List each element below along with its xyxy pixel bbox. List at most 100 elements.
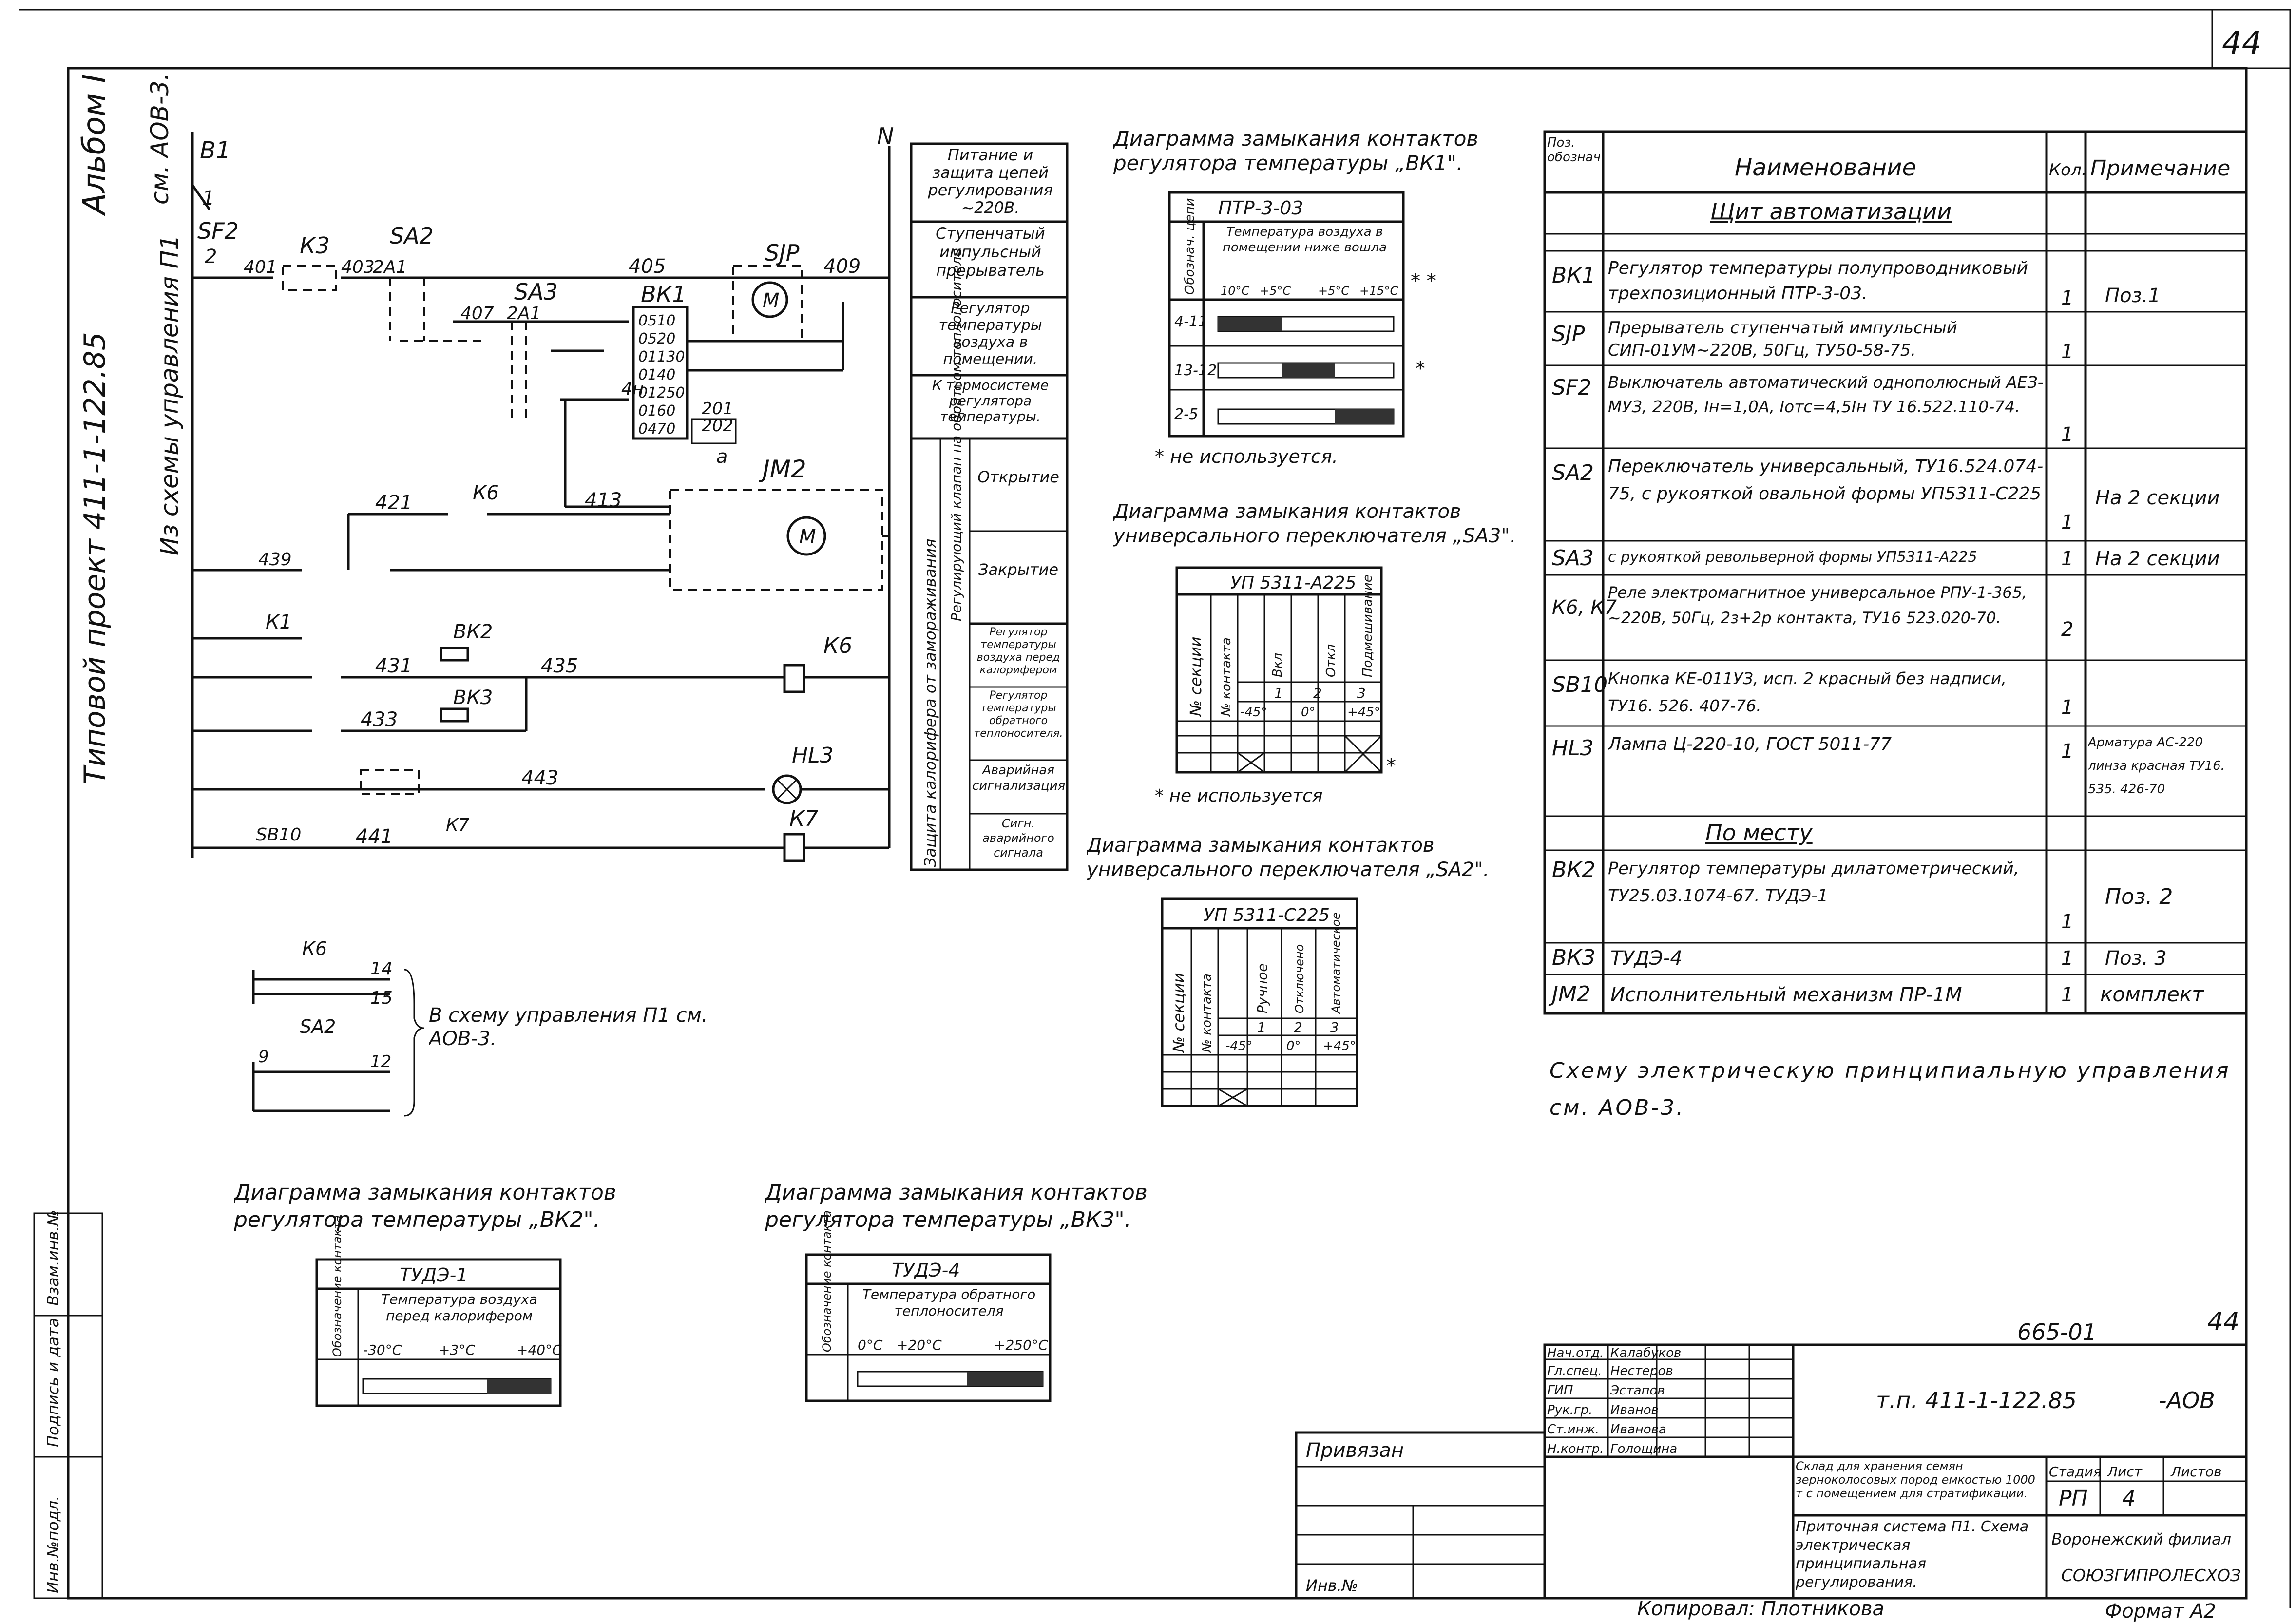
hl3-label: HL3 [792,743,834,768]
svg-text:К6: К6 [302,938,327,959]
org-2: СОЮЗГИПРОЛЕСХОЗ [2061,1566,2241,1585]
svg-text:Подмешивание: Подмешивание [1360,574,1375,677]
svg-text:Вкл: Вкл [1270,653,1285,677]
svg-text:Эстапов: Эстапов [1610,1383,1665,1398]
svg-text:* *: * * [1411,270,1436,292]
diagram-bk2-title: Диаграмма замыкания контактов регулятора… [234,1180,616,1232]
spec-row: ВК2 Регулятор температуры дилатометричес… [1552,858,2173,933]
svg-text:SA2: SA2 [300,1016,336,1037]
sa2-label: SA2 [390,223,434,249]
spec-section-2: По месту [1705,820,1813,846]
bk1-contacts: 0510 0520 01130 0140 01250 0160 0470 [638,312,685,438]
k6-coil [783,664,805,693]
bk1-header: Температура воздуха в помещении ниже вош… [1222,225,1387,255]
svg-text:На 2 секции: На 2 секции [2095,548,2219,570]
spec-row: К6, К7 Реле электромагнитное универсальн… [1552,583,2073,641]
spec-h-name: Наименование [1735,154,1916,181]
svg-text:2: 2 [1313,685,1322,701]
svg-text:2-5: 2-5 [1174,406,1198,423]
svg-text:Нестеров: Нестеров [1610,1364,1673,1378]
svg-text:*: * [1386,755,1396,777]
svg-text:Поз.1: Поз.1 [2105,285,2161,307]
sf2-label: SF2 [197,218,239,244]
svg-text:4-11: 4-11 [1174,313,1207,330]
svg-text:12: 12 [370,1052,391,1071]
left-stamp-strip: Инв.№подл. Подпись и дата Взам.инв.№ [33,1210,103,1599]
diagram-bk1-title: Диаграмма замыкания контактов регулятора… [1113,127,1479,175]
svg-text:Обозначение контакта: Обозначение контакта [330,1215,344,1357]
fb-alarm: Аварийная сигнализация [972,763,1065,793]
stamp-inv: Инв.№подл. [44,1496,62,1593]
bk1-block [632,306,689,440]
fb-signal: Сигн. аварийного сигнала [982,817,1054,859]
stamp-sign: Подпись и дата [44,1318,62,1447]
side-link-1: Из схемы управления П1 [155,235,184,555]
svg-text:10°С: 10°С [1221,284,1250,298]
svg-text:На 2 секции: На 2 секции [2095,487,2219,509]
svg-text:SF2: SF2 [1552,375,1591,400]
svg-text:405: 405 [629,255,666,278]
doc-code: 665-01 [2017,1319,2097,1345]
svg-text:1: 1 [2061,696,2073,719]
spec-row: SJP Прерыватель ступенчатый импульсный С… [1552,318,2073,363]
svg-text:ВК1: ВК1 [1552,263,1595,288]
spec-row: ВК1 Регулятор температуры полупроводнико… [1552,258,2161,309]
svg-text:К7: К7 [789,806,818,831]
svg-text:SA2: SA2 [1552,460,1594,485]
svg-text:ГИП: ГИП [1547,1383,1573,1398]
svg-text:Поз. 2: Поз. 2 [2105,884,2173,909]
svg-text:Калабуков: Калабуков [1610,1346,1681,1360]
svg-text:-45°: -45° [1225,1039,1252,1053]
fb-thermosystem: К термосистеме регулятора температуры. [932,378,1049,424]
svg-text:15: 15 [370,988,393,1008]
bk3-label: ВК3 [453,687,493,709]
spec-row: SF2 Выключатель автоматический однополюс… [1552,373,2073,446]
svg-text:Ручное: Ручное [1254,963,1270,1013]
svg-text:2A1: 2A1 [373,257,407,277]
sheet-number-box [2211,9,2291,69]
svg-text:М: М [763,289,780,312]
svg-text:1: 1 [2061,911,2073,933]
spec-row: ВК3 ТУДЭ-4 1 Поз. 3 [1552,945,2167,970]
album-label: Альбом I [77,74,113,216]
sheet-title: Приточная система П1. Схема электрическа… [1796,1518,2029,1591]
diagram-bk3-title: Диаграмма замыкания контактов регулятора… [765,1180,1148,1232]
svg-text:1: 1 [2061,341,2073,363]
svg-text:+20°С: +20°С [897,1337,942,1353]
svg-text:1: 1 [2061,511,2073,534]
diagram-bk2: Диаграмма замыкания контактов регулятора… [234,1180,616,1407]
svg-text:SA3: SA3 [1552,546,1594,571]
svg-text:439: 439 [258,550,292,570]
svg-text:201: 201 [702,399,733,419]
k7-coil [783,833,805,862]
svg-text:13-12: 13-12 [1174,362,1217,379]
svg-text:HL3: HL3 [1552,736,1594,761]
svg-text:Автоматическое: Автоматическое [1329,912,1343,1014]
sheet-value: 4 [2122,1486,2136,1511]
inv-no: Инв.№ [1306,1576,1358,1595]
svg-text:+5°С: +5°С [1318,284,1349,298]
svg-text:01130: 01130 [638,348,685,365]
svg-text:К6, К7: К6, К7 [1552,596,1617,619]
svg-text:14: 14 [370,959,393,979]
sa3-device: УП 5311-А225 [1230,573,1356,593]
privyazan: Привязан [1306,1439,1404,1462]
svg-text:Отключено: Отключено [1293,944,1306,1013]
sa2-device: УП 5311-С225 [1204,905,1330,925]
sheets-label: Листов [2170,1464,2222,1480]
svg-text:ВК2: ВК2 [1552,858,1595,882]
designation: т.п. 411-1-122.85 [1876,1387,2077,1413]
bk2-header: Температура воздуха перед калорифером [381,1291,537,1324]
svg-text:+40°С: +40°С [517,1342,562,1358]
jm2-label: JМ2 [758,455,806,483]
fb-close: Закрытие [978,560,1059,579]
svg-text:SJP: SJP [1552,322,1585,346]
svg-text:№ контакта: № контакта [1200,974,1214,1053]
svg-text:К6: К6 [823,633,852,658]
svg-text:+45°: +45° [1323,1039,1356,1053]
spec-row: SA2 Переключатель универсальный, ТУ16.52… [1552,457,2219,534]
bk3-device: ТУДЭ-4 [892,1260,960,1281]
svg-text:SВ10: SВ10 [1552,672,1607,697]
fb-frost: Защита калорифера от замораживания [921,539,939,867]
diagram-sa3-title: Диаграмма замыкания контактов универсаль… [1113,500,1516,547]
